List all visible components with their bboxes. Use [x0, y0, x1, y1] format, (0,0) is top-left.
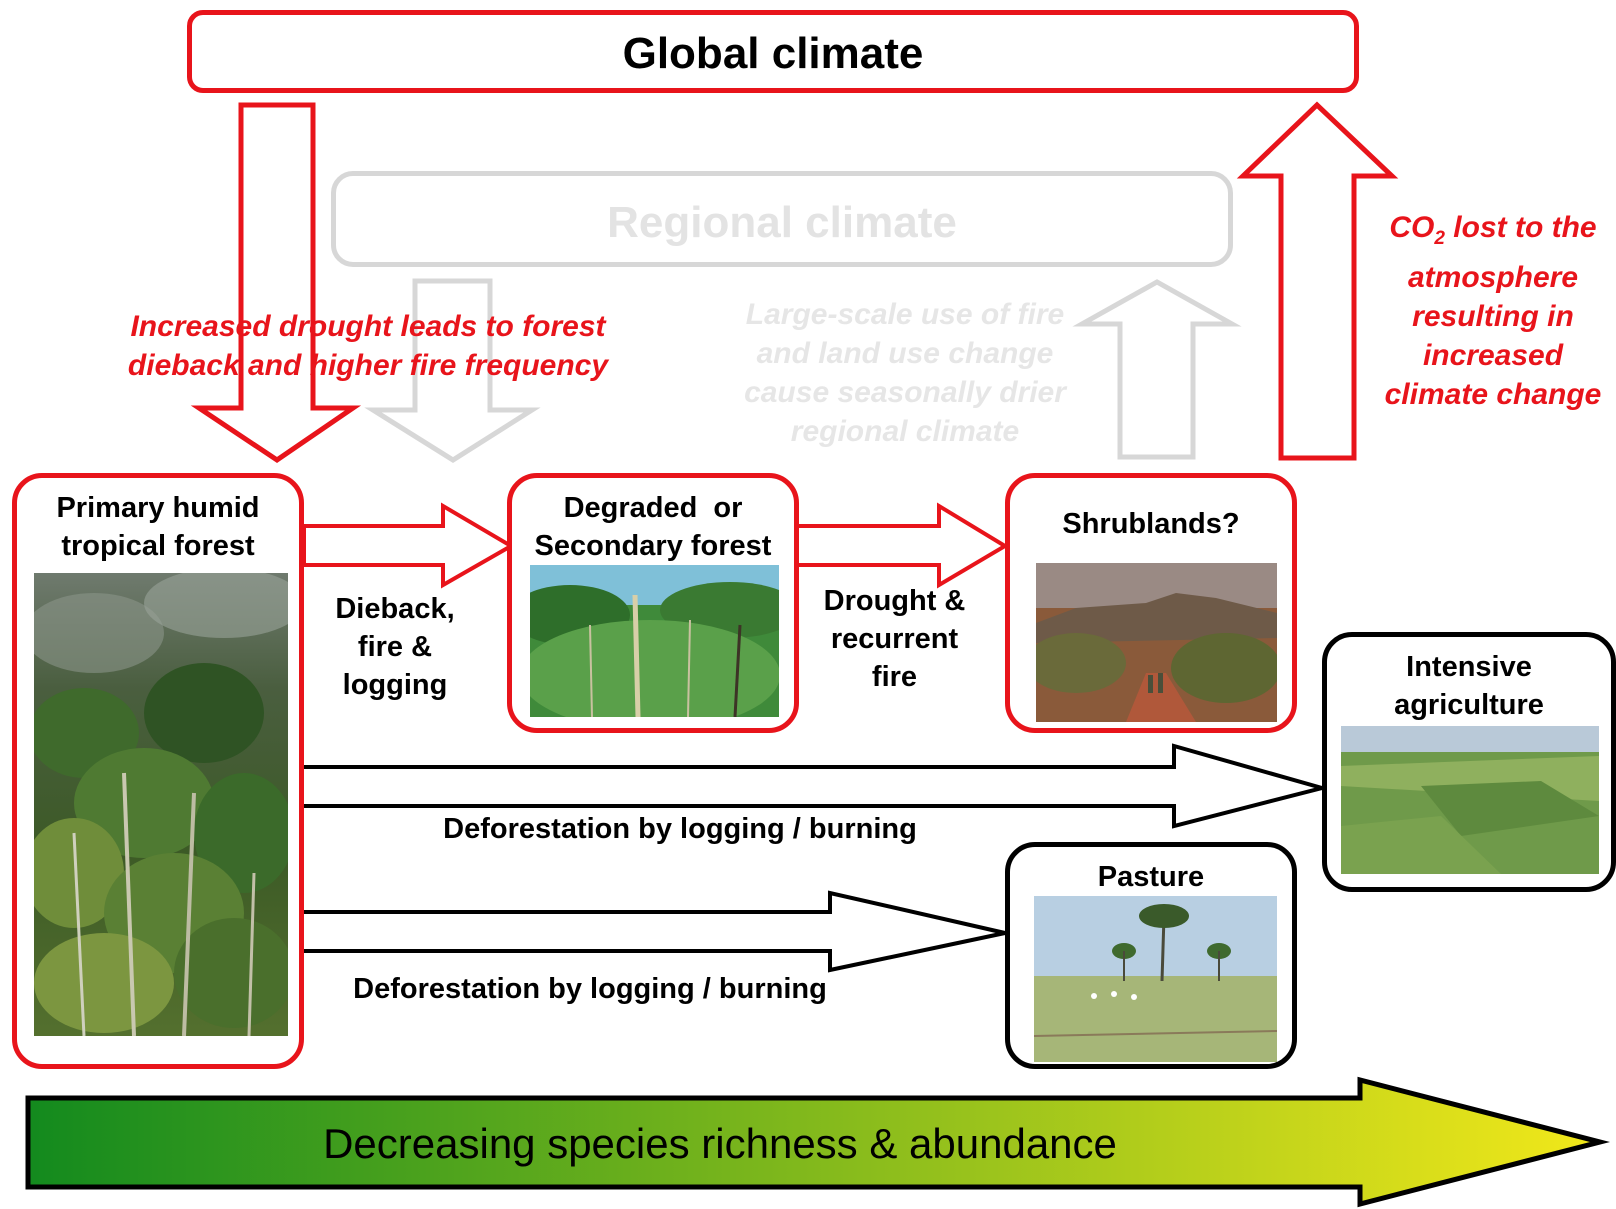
drought-fire-line1: Drought & — [823, 585, 966, 617]
drought-note-line2: dieback and higher fire frequency — [127, 349, 609, 382]
agriculture-label: Intensive agriculture — [1327, 648, 1611, 724]
co2-co: CO — [1389, 211, 1435, 244]
degraded-forest-photo — [530, 565, 779, 717]
fire-note-line4: regional climate — [790, 415, 1020, 448]
degraded-forest-line1: Degraded or — [563, 492, 743, 524]
agriculture-photo — [1341, 726, 1599, 874]
primary-forest-line2: tropical forest — [61, 530, 255, 562]
dieback-line1: Dieback, — [335, 593, 455, 625]
agriculture-line2: agriculture — [1394, 689, 1544, 721]
global-climate-box: Global climate — [187, 10, 1359, 93]
degraded-forest-node: Degraded or Secondary forest — [507, 473, 799, 733]
regional-down-arrow — [364, 278, 541, 463]
drought-note-line1: Increased drought leads to forest — [130, 310, 606, 343]
co2-note-line1: CO2 lost to the — [1370, 208, 1616, 258]
dieback-label: Dieback, fire & logging — [320, 590, 470, 704]
intensive-agriculture-node: Intensive agriculture — [1322, 632, 1616, 892]
drought-fire-line3: fire — [871, 661, 918, 693]
gradient-bar-label: Decreasing species richness & abundance — [323, 1120, 1117, 1167]
deforestation-pasture-label: Deforestation by logging / burning — [353, 973, 827, 1005]
drought-fire-label: Drought & recurrent fire — [812, 582, 977, 696]
drought-down-arrow — [190, 102, 362, 464]
co2-note-line5: climate change — [1384, 378, 1602, 411]
shrublands-photo — [1036, 563, 1277, 722]
co2-note: CO2 lost to the atmosphere resulting in … — [1370, 208, 1616, 414]
fire-note-line2: and land use change — [756, 337, 1054, 370]
global-climate-label: Global climate — [622, 29, 924, 78]
dieback-line2: fire & — [357, 631, 433, 663]
degraded-forest-label: Degraded or Secondary forest — [512, 489, 794, 565]
shrublands-label: Shrublands? — [1062, 508, 1240, 540]
regional-climate-label: Regional climate — [607, 198, 957, 247]
fire-note-line3: cause seasonally drier — [744, 376, 1066, 409]
primary-forest-photo — [34, 573, 288, 1036]
species-gradient-arrow — [25, 1076, 1610, 1208]
drought-fire-line2: recurrent — [830, 623, 959, 655]
dieback-line3: logging — [342, 669, 448, 701]
degraded-forest-line2: Secondary forest — [534, 530, 772, 562]
co2-note-line2: atmosphere — [1407, 261, 1579, 294]
primary-forest-label: Primary humid tropical forest — [17, 489, 299, 565]
primary-forest-node: Primary humid tropical forest — [12, 473, 304, 1069]
drought-note: Increased drought leads to forest diebac… — [108, 307, 628, 385]
co2-subscript: 2 — [1434, 228, 1445, 249]
deforestation-agri-label: Deforestation by logging / burning — [443, 813, 917, 845]
regional-up-arrow — [1072, 279, 1242, 460]
primary-to-degraded-arrow — [302, 502, 515, 589]
to-agriculture-arrow — [300, 743, 1330, 829]
agriculture-line1: Intensive — [1406, 651, 1532, 683]
pasture-photo — [1034, 896, 1277, 1062]
regional-climate-box: Regional climate — [331, 171, 1233, 267]
pasture-node: Pasture — [1005, 842, 1297, 1069]
co2-note-line3: resulting in — [1412, 300, 1574, 333]
to-pasture-arrow — [300, 890, 1006, 973]
pasture-label: Pasture — [1097, 861, 1205, 893]
co2-rest: lost to the — [1444, 211, 1597, 244]
degraded-to-shrublands-arrow — [794, 502, 1009, 589]
shrublands-node: Shrublands? — [1005, 473, 1297, 733]
co2-up-arrow — [1236, 101, 1399, 461]
primary-forest-line1: Primary humid — [56, 492, 260, 524]
fire-note-line1: Large-scale use of fire — [745, 298, 1065, 331]
co2-note-line4: increased — [1422, 339, 1564, 372]
fire-landuse-note: Large-scale use of fire and land use cha… — [705, 295, 1105, 451]
